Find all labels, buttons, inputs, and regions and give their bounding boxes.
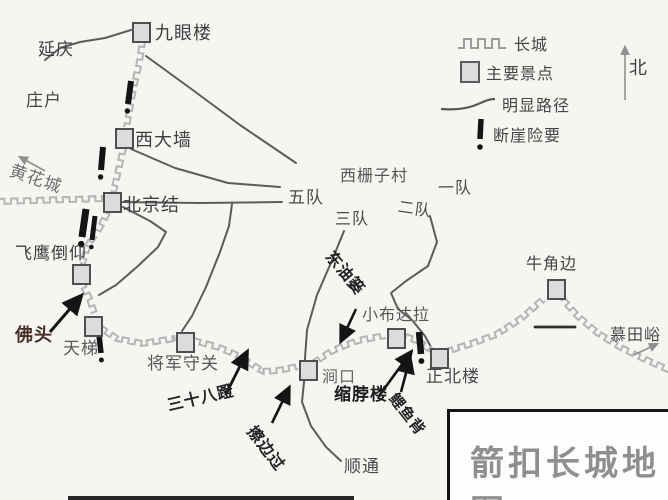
wall-segment-6 (192, 336, 299, 376)
hazard-mark-3 (89, 215, 98, 250)
tower-label-zhengbeilou: 正北楼 (426, 367, 480, 386)
wall-zigzag-icon (458, 38, 506, 49)
place-label-wudui: 五队 (288, 188, 324, 207)
fotou-arrow (48, 292, 84, 333)
cabianguo-arrow (270, 384, 291, 424)
tower-beijingjie (103, 192, 122, 213)
tower-label-jiangjunshouguan: 将军守关 (147, 354, 219, 373)
place-label-shuntong: 顺通 (344, 457, 380, 476)
hazard-mark-5 (415, 331, 425, 364)
road-wudui (119, 201, 283, 204)
map-title: 箭扣长城地图 (470, 445, 660, 500)
wall-segment-4 (78, 279, 98, 315)
wall-segment-1 (123, 39, 147, 128)
sanshibadeng-arrow (224, 348, 249, 395)
legend-item-hazard: 断崖险要 (475, 116, 561, 152)
tower-zhengbeilou (430, 348, 449, 369)
tower-label-beijingjie: 北京结 (123, 195, 180, 215)
hazard-mark-0 (124, 80, 134, 114)
tower-tianti (84, 316, 103, 337)
wall-segment-5 (98, 324, 176, 347)
legend-label-hazard: 断崖险要 (493, 128, 562, 145)
tower-label-xiaobudala: 小布达拉 (362, 307, 431, 324)
tower-niujiaobian (547, 279, 566, 300)
tower-label-jiuyanlou: 九眼楼 (155, 23, 212, 43)
tower-xidaqiang (115, 128, 134, 149)
legend-label-spot: 主要景点 (486, 66, 555, 83)
huanghuacheng-direction-arrow (17, 155, 46, 172)
map-title-box: 箭扣长城地图 (447, 409, 668, 500)
tower-feiyingdaoyang (72, 264, 91, 285)
tower-jiankou-pass (299, 360, 318, 381)
tower-jiuyanlou (132, 22, 151, 43)
wall-segment-9 (444, 297, 546, 355)
hazard-mark-4 (96, 334, 104, 363)
hazard-mark-1 (97, 146, 106, 180)
place-label-mutianyu: 慕田峪 (610, 327, 662, 344)
tower-jiangjunshouguan (176, 332, 195, 353)
tower-xiaobudala (387, 328, 406, 349)
place-label-fotou: 佛头 (15, 325, 53, 345)
wall-segment-10 (560, 296, 668, 374)
place-label-sandui: 三队 (335, 211, 370, 228)
legend-item-spot: 主要景点 (460, 60, 554, 84)
legend-item-path: 明显路径 (440, 92, 570, 116)
wall-segment-2 (110, 146, 128, 194)
tower-label-xidaqiang: 西大墙 (135, 130, 192, 150)
tower-label-feiyingdaoyang: 飞鹰倒仰 (15, 244, 87, 263)
bottom-edge-bar (68, 496, 354, 500)
scenic-spot-icon (460, 61, 480, 83)
north-label: 北 (629, 58, 647, 78)
tower-label-niujiaobian: 牛角边 (526, 256, 578, 273)
wall-segment-0 (0, 195, 104, 205)
place-label-zhuanghu: 庄户 (26, 91, 62, 110)
road-yanqing (44, 29, 132, 61)
place-label-yidui: 一队 (438, 180, 473, 197)
tower-label-tianti: 天梯 (63, 339, 99, 358)
road-xidaqiang (130, 148, 281, 188)
exclamation-icon (477, 118, 484, 150)
legend-item-wall: 长城 (456, 31, 548, 55)
dongyoulou-arrow (339, 308, 358, 345)
place-label-yanqing: 延庆 (38, 40, 74, 59)
tower-label-jiankou-pass: 涧口 (322, 369, 357, 386)
wall-segment-7 (310, 332, 387, 366)
legend-label-path: 明显路径 (502, 98, 571, 115)
place-label-xizhazicun: 西栅子村 (340, 168, 409, 185)
road-northeast (145, 55, 297, 164)
liyubei-arrow (397, 354, 415, 393)
legend-label-wall: 长城 (514, 37, 549, 54)
mutianyu-direction-arrow (633, 342, 660, 356)
road-erdui-zhengbeilou (390, 215, 438, 348)
road-to-tianti (98, 206, 167, 296)
path-line-icon (440, 97, 496, 111)
place-label-suobolou: 缩脖楼 (334, 385, 388, 404)
hazard-mark-2 (78, 208, 90, 248)
road-to-jiangjunshouguan (181, 203, 233, 332)
